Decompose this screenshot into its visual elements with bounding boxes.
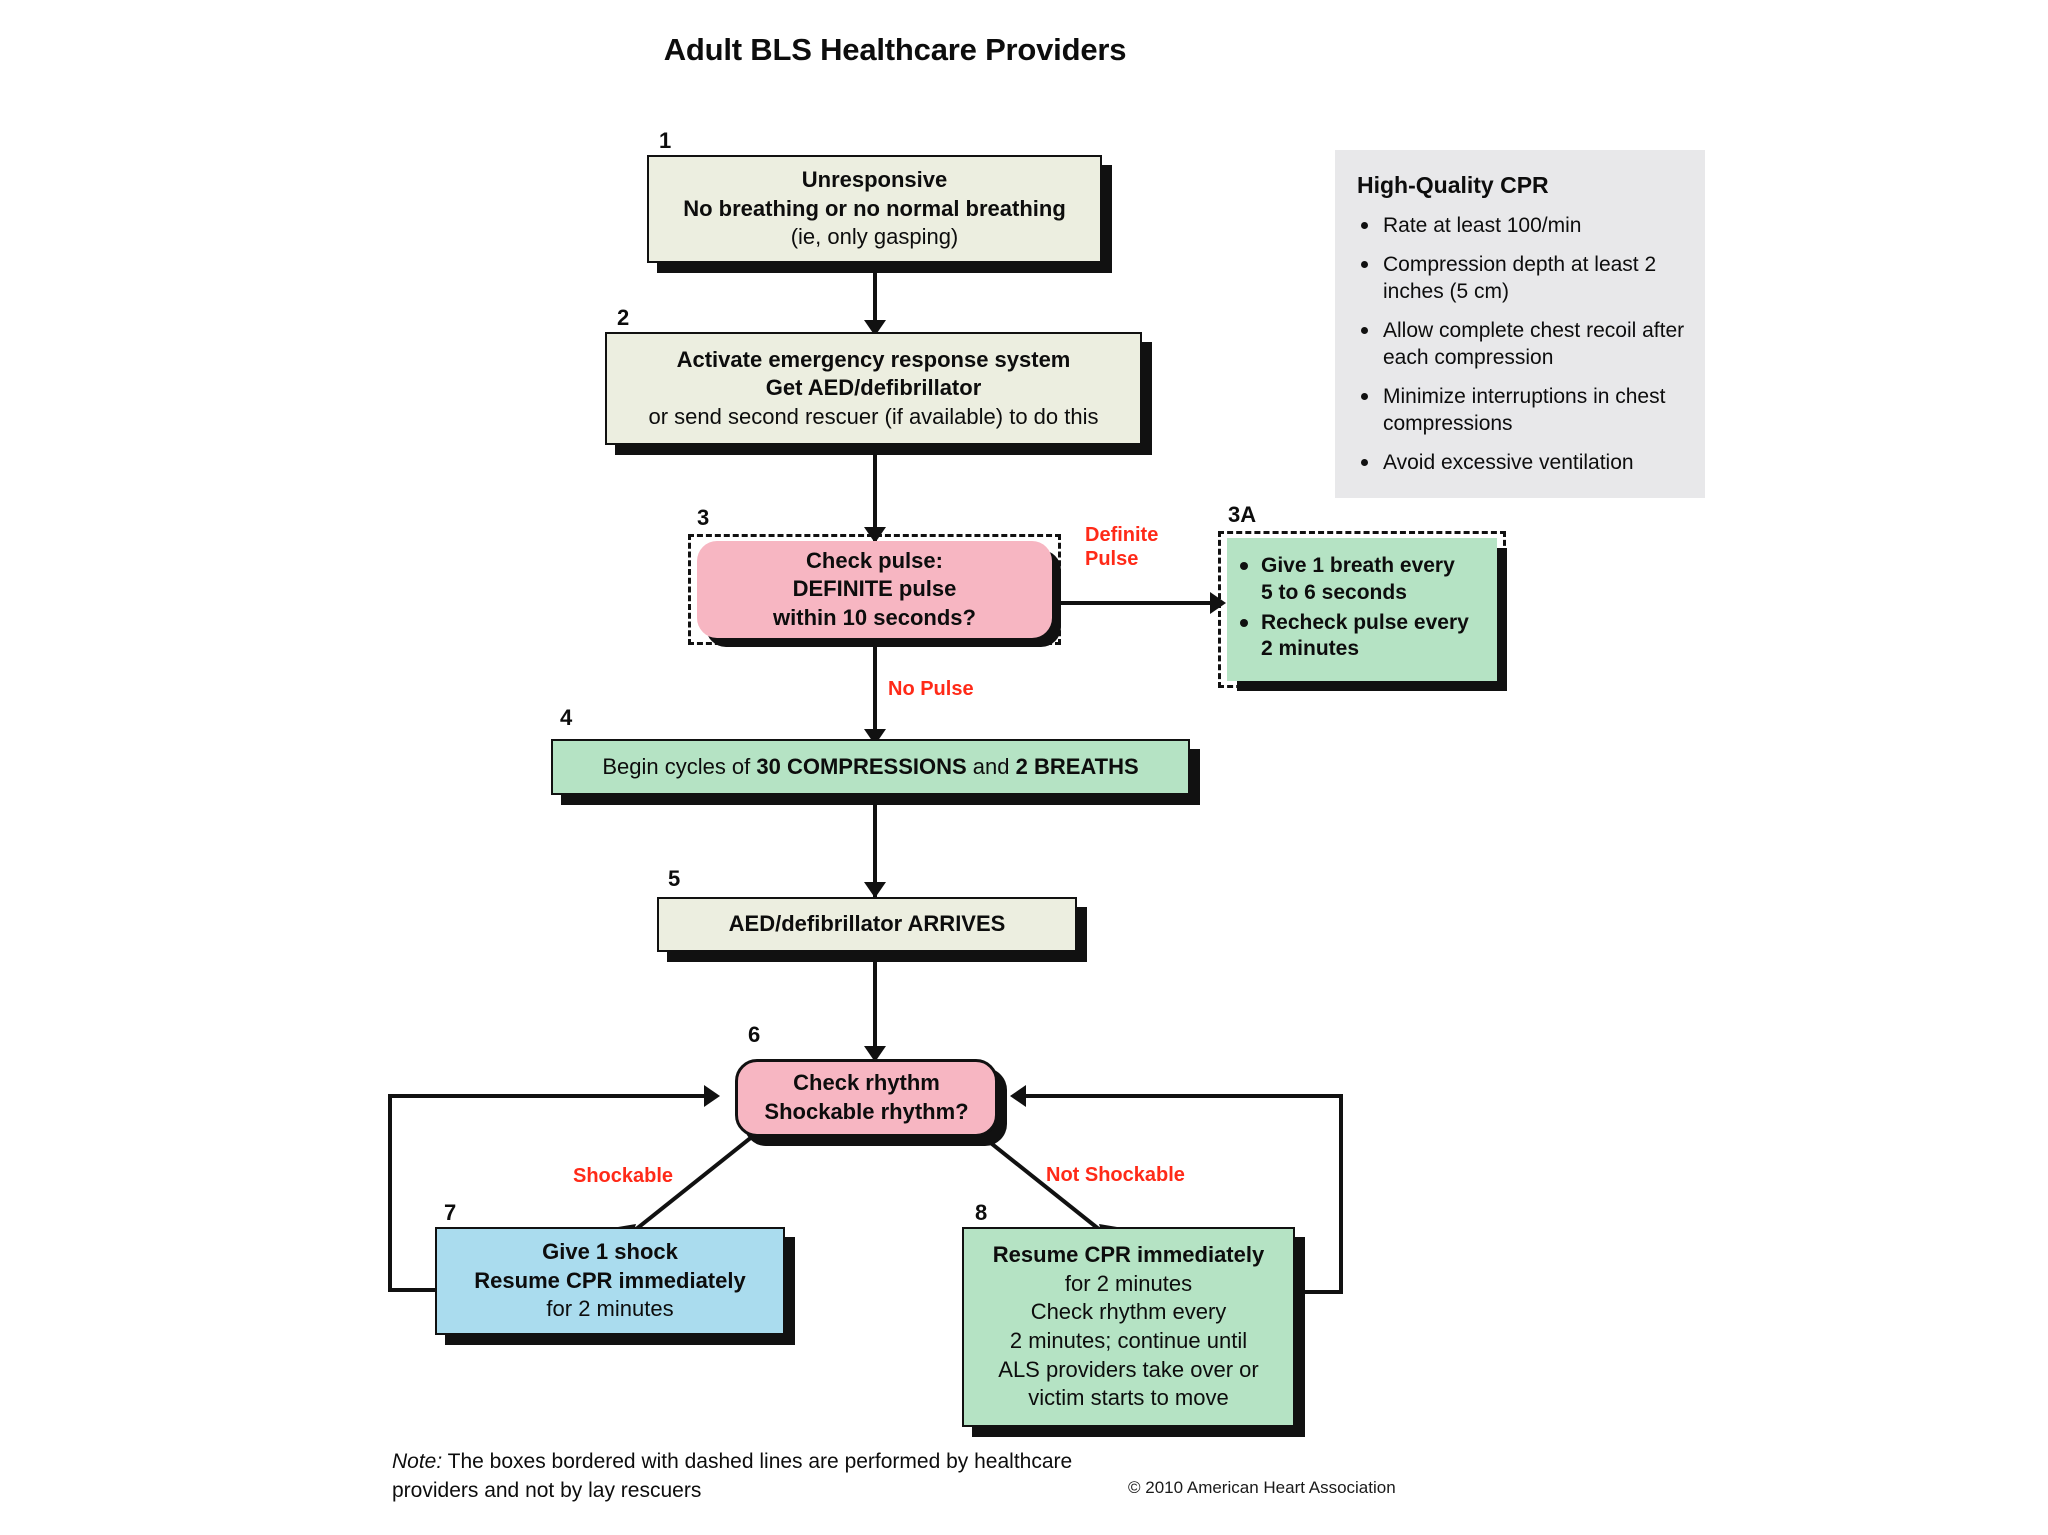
node-box-3a-dashed-outline <box>1218 531 1506 688</box>
box6-line-2: Shockable rhythm? <box>764 1099 969 1124</box>
feedback-8-vertical-segment <box>1339 1094 1343 1294</box>
connector-5-to-6 <box>873 952 877 1062</box>
arrow-8-to-6 <box>1010 1085 1026 1107</box>
box3-line-3: within 10 seconds? <box>773 604 976 630</box>
edge-label-definite-pulse: Definite Pulse <box>1085 524 1159 570</box>
step-number-5: 5 <box>668 866 681 891</box>
step-number-4: 4 <box>560 705 573 730</box>
footnote-label: Note: <box>392 1450 443 1473</box>
cpr-bullet-rate: Rate at least 100/min <box>1357 213 1685 239</box>
edge-label-not-shockable: Not Shockable <box>1046 1164 1185 1186</box>
box8-line-4: 2 minutes; continue until <box>1009 1328 1248 1353</box>
box8-line-3: Check rhythm every <box>1030 1299 1227 1325</box>
connector-4-to-5 <box>873 795 877 898</box>
box4-seg-4: 2 BREATHS <box>1015 753 1139 779</box>
box8-line-6: victim starts to move <box>1028 1385 1229 1411</box>
box6-line-1: Check rhythm <box>793 1070 940 1096</box>
box8-line-1: Resume CPR immediately <box>992 1242 1265 1268</box>
connector-2-to-3 <box>873 445 877 542</box>
arrow-7-to-6 <box>704 1085 720 1107</box>
connector-3-to-4 <box>873 645 877 744</box>
node-box-5: AED/defibrillator ARRIVES <box>657 897 1077 952</box>
cpr-panel-list: Rate at least 100/min Compression depth … <box>1357 213 1685 477</box>
copyright-line: © 2010 American Heart Association <box>1128 1478 1396 1497</box>
box1-line-1: Unresponsive <box>801 167 948 193</box>
box4-text-line: Begin cycles of 30 COMPRESSIONS and 2 BR… <box>602 753 1138 782</box>
step-number-3: 3 <box>697 505 710 530</box>
node-box-6: Check rhythm Shockable rhythm? <box>735 1059 998 1137</box>
box3-line-2: DEFINITE pulse <box>792 576 957 602</box>
box7-line-1: Give 1 shock <box>542 1239 678 1265</box>
box7-line-2: Resume CPR immediately <box>474 1267 746 1293</box>
box1-line-3: (ie, only gasping) <box>790 224 959 250</box>
feedback-8-top-segment <box>1026 1094 1343 1098</box>
step-number-3a: 3A <box>1228 502 1257 527</box>
box3a-bullet-2: Recheck pulse every 2 minutes <box>1237 610 1469 664</box>
footnote: Note: The boxes bordered with dashed lin… <box>392 1448 1092 1505</box>
box2-line-2: Get AED/defibrillator <box>765 375 982 401</box>
cpr-bullet-depth: Compression depth at least 2 inches (5 c… <box>1357 252 1685 305</box>
node-box-2: Activate emergency response system Get A… <box>605 332 1142 445</box>
step-number-1: 1 <box>659 128 672 153</box>
box2-line-3: or send second rescuer (if available) to… <box>648 403 1099 429</box>
arrow-5-to-6 <box>864 1046 886 1062</box>
node-box-3a: Give 1 breath every 5 to 6 seconds Reche… <box>1227 538 1497 681</box>
node-box-1: Unresponsive No breathing or no normal b… <box>647 155 1102 263</box>
high-quality-cpr-panel: High-Quality CPR Rate at least 100/min C… <box>1335 150 1705 498</box>
box8-line-5: ALS providers take over or <box>998 1356 1259 1382</box>
arrow-4-to-5 <box>864 882 886 898</box>
feedback-7-vertical-segment <box>388 1094 392 1292</box>
page-title: Adult BLS Healthcare Providers <box>663 32 1127 67</box>
connector-3-to-3a <box>1058 601 1222 605</box>
node-box-3-dashed-outline <box>688 534 1061 645</box>
step-number-2: 2 <box>617 305 630 330</box>
edge-label-no-pulse: No Pulse <box>888 678 974 700</box>
connector-1-to-2 <box>873 263 877 326</box>
box4-seg-3: and <box>966 753 1016 779</box>
feedback-8-bottom-segment <box>1295 1290 1343 1294</box>
cpr-bullet-interruptions: Minimize interruptions in chest compress… <box>1357 384 1685 437</box>
step-number-8: 8 <box>975 1200 988 1225</box>
node-box-8: Resume CPR immediately for 2 minutes Che… <box>962 1227 1295 1427</box>
feedback-7-bottom-segment <box>388 1288 437 1292</box>
step-number-7: 7 <box>444 1200 457 1225</box>
box8-line-2: for 2 minutes <box>1064 1270 1193 1296</box>
box3a-bullet-1: Give 1 breath every 5 to 6 seconds <box>1237 553 1469 607</box>
cpr-bullet-recoil: Allow complete chest recoil after each c… <box>1357 318 1685 371</box>
box3-line-1: Check pulse: <box>806 547 943 573</box>
box1-line-2: No breathing or no normal breathing <box>683 195 1066 221</box>
cpr-panel-heading: High-Quality CPR <box>1357 172 1549 198</box>
box4-seg-2: 30 COMPRESSIONS <box>756 753 967 779</box>
node-box-4: Begin cycles of 30 COMPRESSIONS and 2 BR… <box>551 739 1190 795</box>
box4-seg-1: Begin cycles of <box>602 753 757 779</box>
box2-line-1: Activate emergency response system <box>676 346 1071 372</box>
node-box-3: Check pulse: DEFINITE pulse within 10 se… <box>697 541 1052 638</box>
cpr-bullet-ventilation: Avoid excessive ventilation <box>1357 450 1685 476</box>
node-box-7: Give 1 shock Resume CPR immediately for … <box>435 1227 785 1335</box>
step-number-6: 6 <box>748 1022 761 1047</box>
footnote-text: The boxes bordered with dashed lines are… <box>392 1450 1073 1502</box>
feedback-7-top-segment <box>388 1094 710 1098</box>
box3a-bullet-list: Give 1 breath every 5 to 6 seconds Reche… <box>1227 553 1469 667</box>
box7-line-3: for 2 minutes <box>546 1296 674 1322</box>
box5-line-1: AED/defibrillator ARRIVES <box>728 911 1006 937</box>
edge-label-shockable: Shockable <box>573 1165 674 1187</box>
